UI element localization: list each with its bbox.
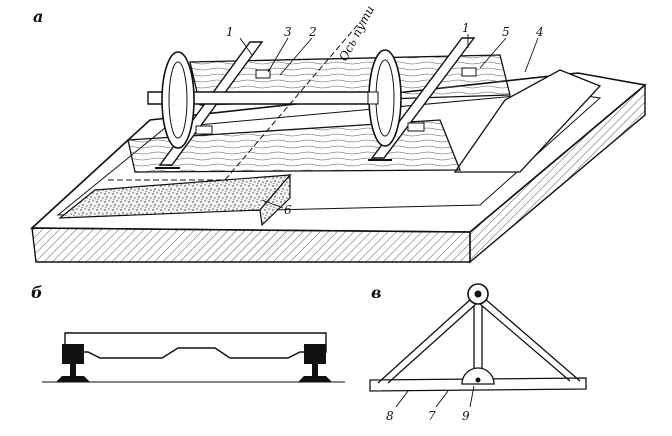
ground-slab-front bbox=[31, 227, 471, 263]
track-axis-label: Ось пути bbox=[336, 3, 377, 63]
callout-9: 9 bbox=[462, 409, 470, 423]
ballast-mound bbox=[453, 69, 602, 173]
panel-letter-b: б bbox=[31, 283, 43, 302]
callout-3: 3 bbox=[284, 25, 292, 39]
panel-letter-c: в bbox=[371, 283, 382, 302]
callout-4: 4 bbox=[535, 25, 544, 39]
fastening bbox=[195, 125, 213, 135]
panel-c: в 8 7 9 bbox=[369, 283, 587, 423]
callout-2: 2 bbox=[308, 25, 317, 39]
plumb-indicator bbox=[461, 367, 495, 385]
fastening bbox=[461, 67, 477, 77]
track-axis-line bbox=[108, 21, 361, 181]
panel-letter-a: а bbox=[33, 7, 43, 26]
callout-1-right: 1 bbox=[462, 21, 470, 35]
panel-b: б bbox=[31, 283, 345, 383]
rail-profile-left bbox=[56, 344, 90, 382]
callout-1-left: 1 bbox=[226, 25, 234, 39]
fastening bbox=[407, 122, 425, 132]
fastening bbox=[255, 69, 271, 79]
panel-a: а 1 3 2 Ось пути 1 5 4 6 bbox=[29, 3, 647, 264]
callout-6: 6 bbox=[284, 203, 292, 217]
template-bar bbox=[64, 332, 327, 359]
callout-5: 5 bbox=[502, 25, 510, 39]
callout-7: 7 bbox=[428, 409, 436, 423]
rail-profile-right bbox=[298, 344, 332, 382]
level-frame bbox=[377, 297, 581, 384]
callout-8: 8 bbox=[386, 409, 394, 423]
wheel-left bbox=[161, 51, 195, 149]
